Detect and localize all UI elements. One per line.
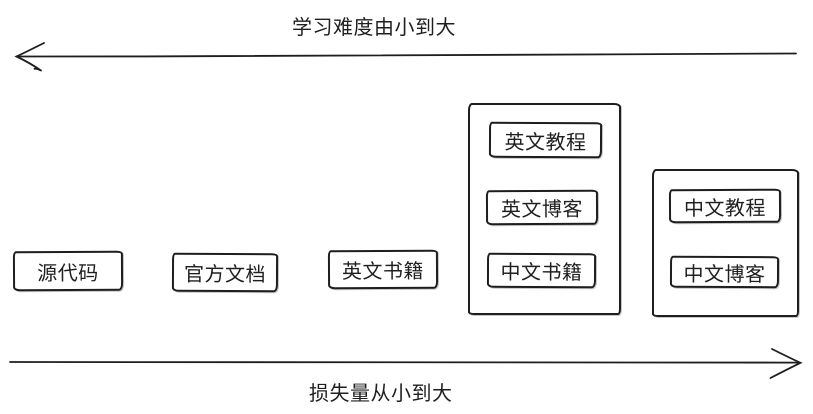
- node-chinese-tutorials: 中文教程: [668, 188, 782, 224]
- node-label: 官方文档: [183, 261, 267, 287]
- node-label: 中文博客: [683, 261, 766, 286]
- node-label: 英文书籍: [341, 258, 425, 284]
- node-label: 英文博客: [500, 196, 584, 222]
- difficulty-axis-label: 学习难度由小到大: [292, 15, 456, 39]
- node-english-tutorials: 英文教程: [488, 121, 603, 159]
- loss-arrow-line: [9, 360, 799, 364]
- node-label: 中文书籍: [500, 259, 583, 285]
- difficulty-arrow-line: [17, 52, 797, 58]
- difficulty-arrow-head-icon: [14, 42, 45, 72]
- node-source-code: 源代码: [12, 250, 124, 292]
- node-chinese-books: 中文书籍: [486, 252, 597, 289]
- node-official-docs: 官方文档: [171, 252, 279, 293]
- node-label: 源代码: [37, 260, 99, 285]
- loss-axis-label: 损失量从小到大: [309, 381, 453, 405]
- node-english-books: 英文书籍: [327, 249, 439, 290]
- node-chinese-blogs: 中文博客: [669, 255, 780, 289]
- node-label: 英文教程: [504, 129, 587, 154]
- node-label: 中文教程: [683, 195, 767, 220]
- node-english-blogs: 英文博客: [485, 189, 599, 226]
- loss-arrow-head-icon: [769, 348, 803, 379]
